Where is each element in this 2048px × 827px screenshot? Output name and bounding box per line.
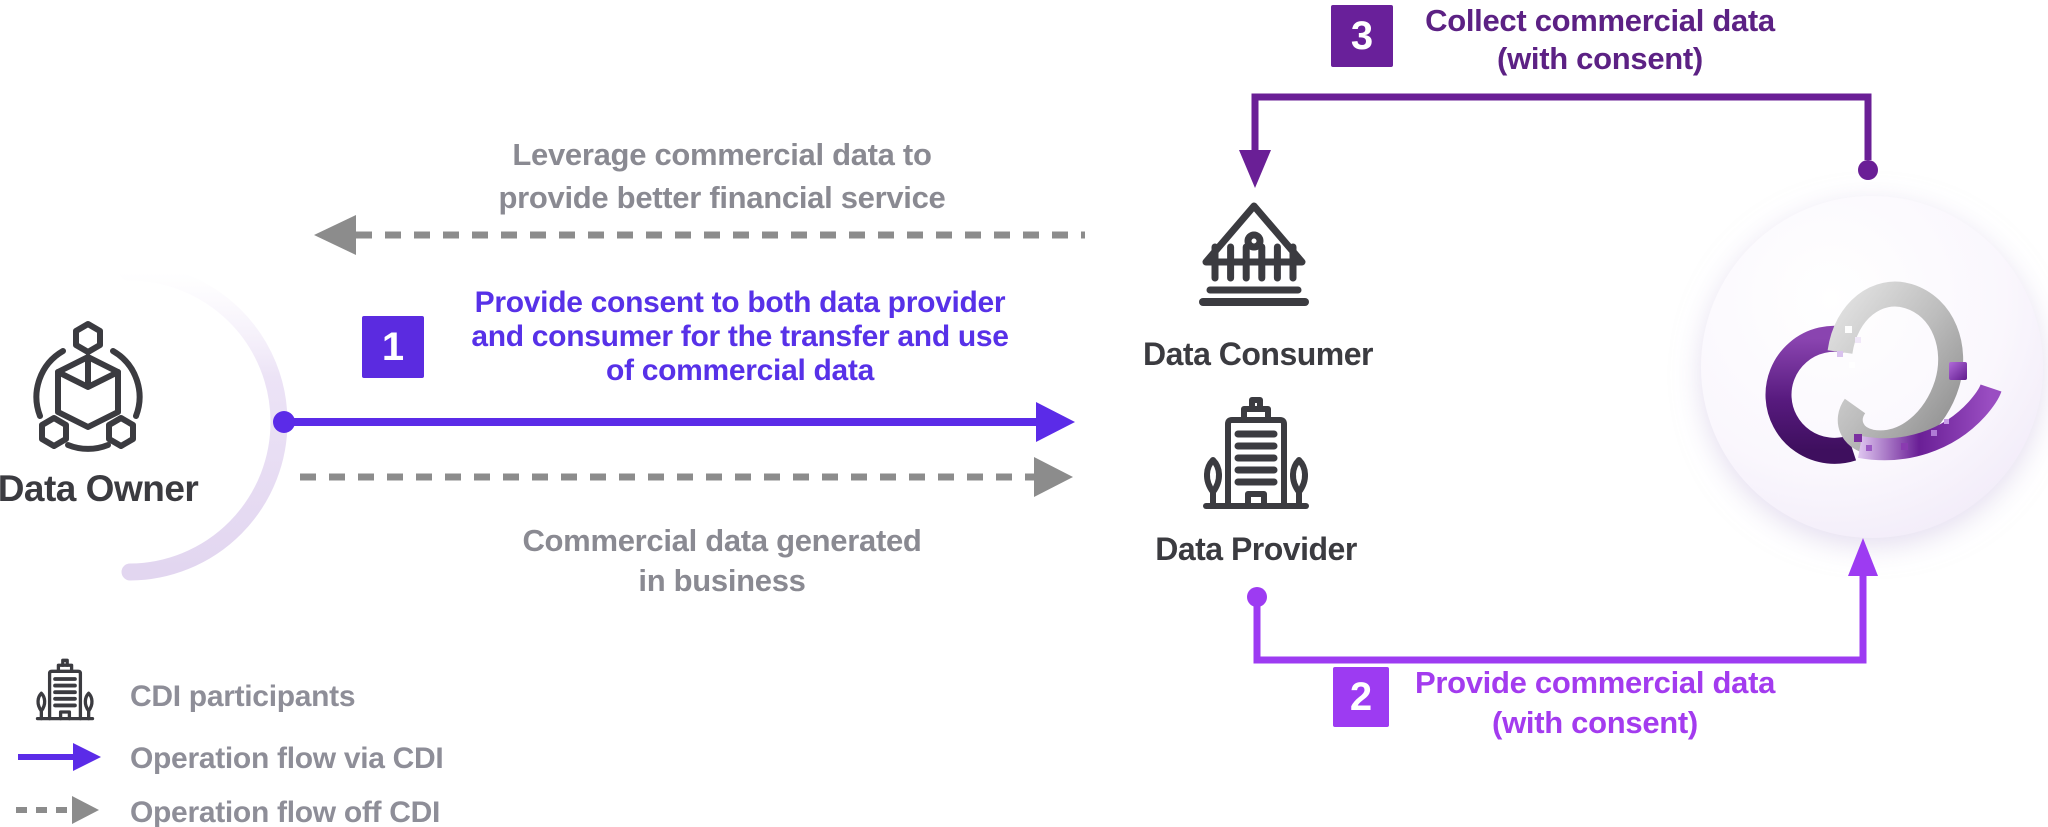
flow3-badge: 3 [1331, 5, 1393, 67]
leverage-note: Leverage commercial data to provide bett… [498, 137, 946, 215]
flow2-connector [1247, 538, 1878, 664]
legend-off-arrow [16, 796, 99, 824]
flow3-number: 3 [1350, 13, 1374, 58]
data-owner-icon [33, 321, 143, 452]
cdi-logo [1765, 281, 2002, 464]
flow1-arrow [273, 402, 1075, 442]
generated-note: Commercial data generated in business [522, 523, 922, 598]
data-provider-label: Data Provider [1155, 531, 1357, 567]
crescent-decoration [119, 263, 288, 581]
cdi-cloud-circle [1701, 196, 2043, 538]
off-cdi-arrow-bottom [300, 457, 1073, 497]
legend-item-participants: CDI participants [130, 680, 356, 713]
flow1-label: Provide consent to both data provider an… [471, 286, 1009, 387]
office-building-icon [1203, 397, 1309, 509]
flow2-badge: 2 [1333, 667, 1389, 727]
pixel-accents [1837, 326, 1949, 451]
flow1-number: 1 [381, 324, 405, 369]
bank-icon [1199, 202, 1309, 306]
flow1-badge: 1 [362, 316, 424, 378]
legend-item-via-cdi: Operation flow via CDI [130, 742, 444, 775]
data-owner-label: Data Owner [0, 468, 199, 509]
legend-via-arrow [18, 743, 101, 771]
off-cdi-arrow-top [314, 215, 1085, 255]
legend-item-off-cdi: Operation flow off CDI [130, 796, 441, 827]
flow3-connector [1239, 93, 1878, 188]
flow2-number: 2 [1349, 674, 1373, 719]
flow3-label: Collect commercial data (with consent) [1425, 3, 1775, 76]
data-consumer-label: Data Consumer [1143, 336, 1374, 372]
flow2-label: Provide commercial data (with consent) [1414, 665, 1776, 740]
legend-building-icon [35, 658, 95, 721]
